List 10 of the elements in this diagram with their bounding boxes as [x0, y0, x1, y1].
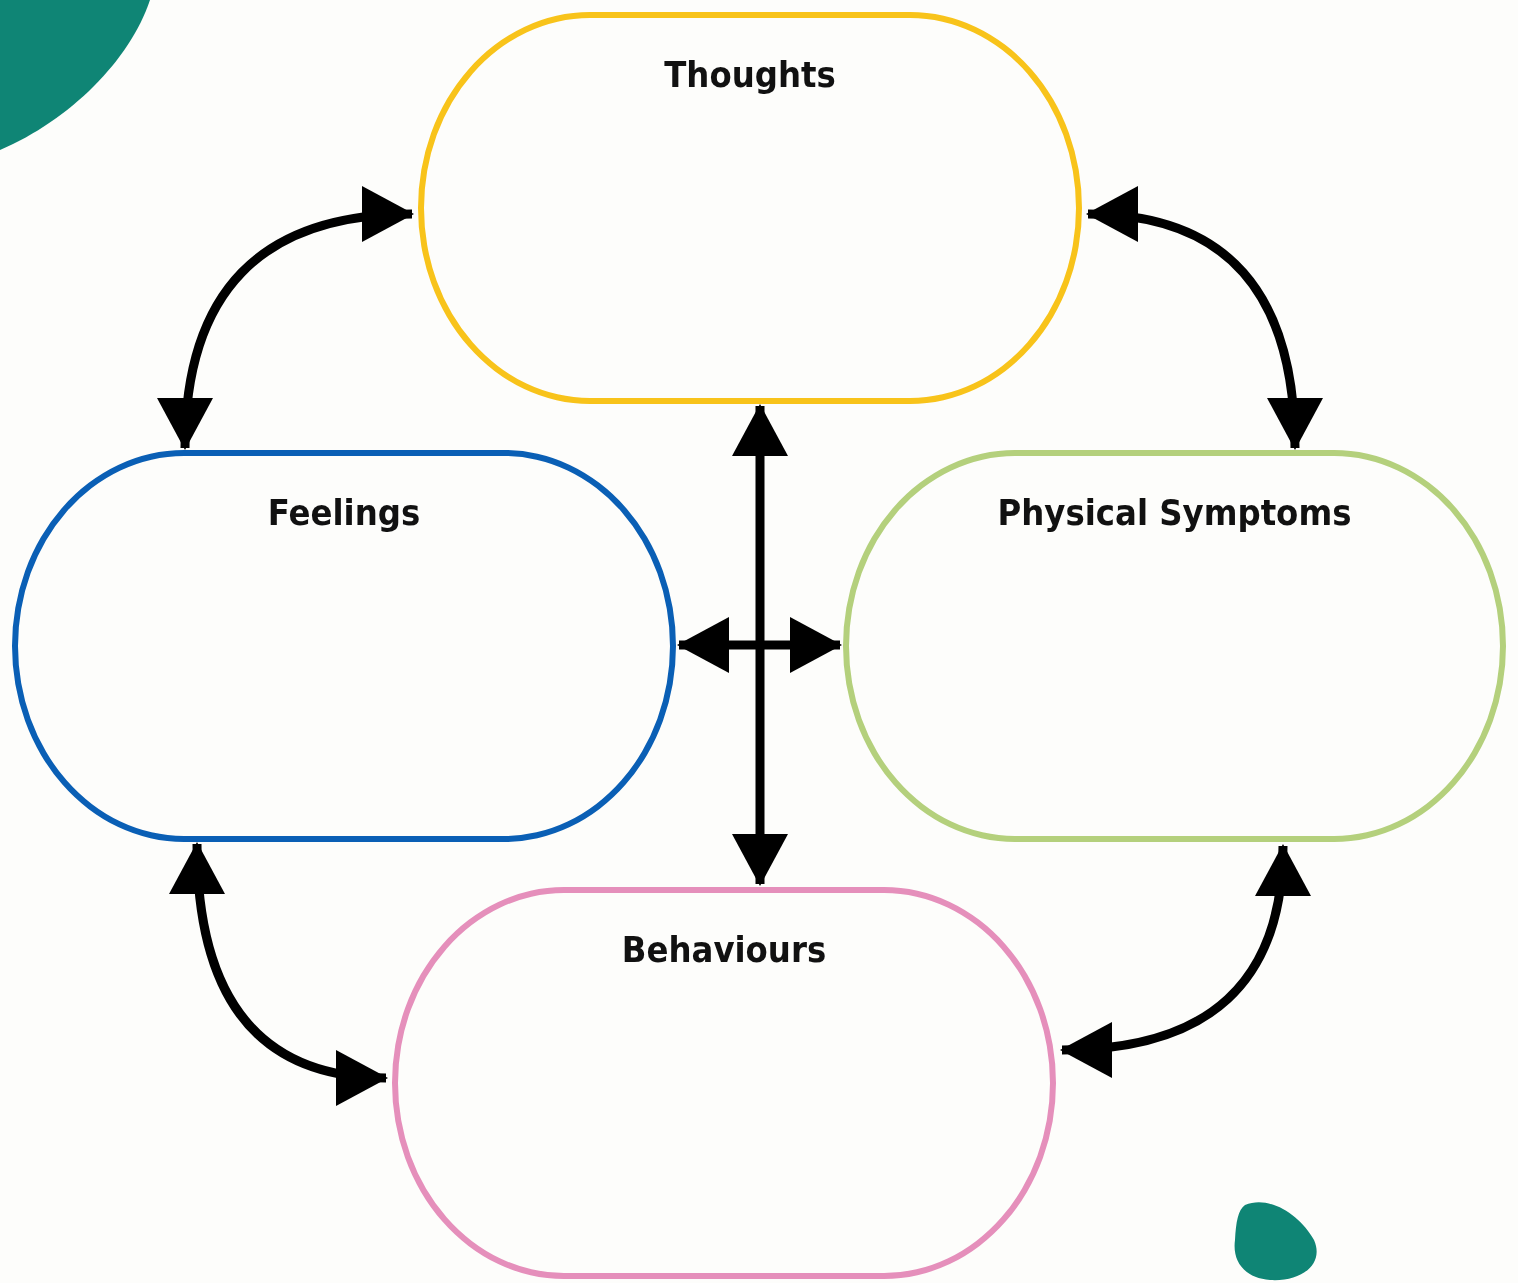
box-title: Physical Symptoms: [996, 492, 1353, 533]
double-arrow: [677, 617, 842, 673]
box-title: Thoughts: [663, 54, 837, 95]
double-arrow: [159, 188, 414, 450]
box-title: Feelings: [266, 492, 422, 533]
double-arrow: [732, 404, 788, 886]
box-title: Behaviours: [620, 929, 828, 970]
double-arrow: [1060, 844, 1309, 1076]
double-arrow: [1086, 188, 1322, 450]
double-arrow: [170, 842, 388, 1104]
